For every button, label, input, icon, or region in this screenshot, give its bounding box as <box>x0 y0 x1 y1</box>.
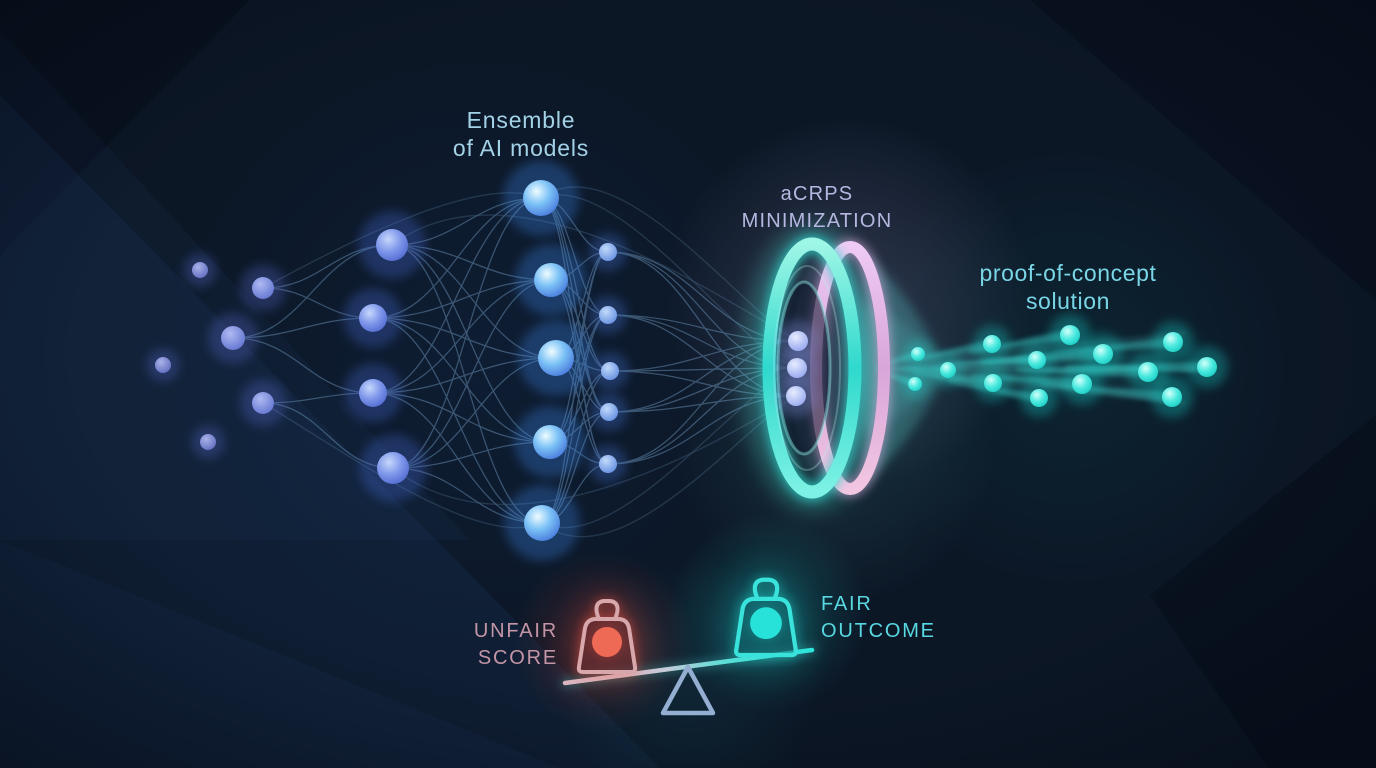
network-node <box>524 505 560 541</box>
network-node <box>252 392 274 414</box>
network-node <box>252 277 274 299</box>
output-dot <box>1060 325 1080 345</box>
network-node <box>376 229 408 261</box>
network-node <box>377 452 409 484</box>
network-nodes <box>146 160 1228 561</box>
output-dot <box>1028 351 1046 369</box>
network-node <box>600 403 618 421</box>
network-node <box>155 357 171 373</box>
output-dot <box>984 374 1002 392</box>
lens-cyan-ring <box>762 237 862 499</box>
scale-fulcrum <box>660 664 716 716</box>
network-node <box>359 379 387 407</box>
network-node <box>599 243 617 261</box>
network-node <box>200 434 216 450</box>
network-node <box>787 358 807 378</box>
network-node <box>192 262 208 278</box>
output-dot <box>911 347 925 361</box>
output-dot <box>940 362 956 378</box>
weight-icon-unfair <box>576 599 638 674</box>
network-node <box>788 331 808 351</box>
network-node <box>534 263 568 297</box>
network-node <box>221 326 245 350</box>
output-dot <box>1030 389 1048 407</box>
network-node <box>538 340 574 376</box>
acrps-lens <box>741 223 892 513</box>
output-dot <box>1093 344 1113 364</box>
network-node <box>599 455 617 473</box>
output-dot <box>983 335 1001 353</box>
network-node <box>533 425 567 459</box>
network-node <box>599 306 617 324</box>
weight-icon-fair <box>734 577 798 658</box>
output-dot <box>1162 387 1182 407</box>
network-node <box>359 304 387 332</box>
network-node <box>786 386 806 406</box>
network-node <box>601 362 619 380</box>
output-dot <box>1072 374 1092 394</box>
network-node <box>523 180 559 216</box>
output-dot <box>908 377 922 391</box>
balance-scale <box>560 577 817 716</box>
output-dot <box>1138 362 1158 382</box>
output-dot <box>1163 332 1183 352</box>
output-dot <box>1197 357 1217 377</box>
